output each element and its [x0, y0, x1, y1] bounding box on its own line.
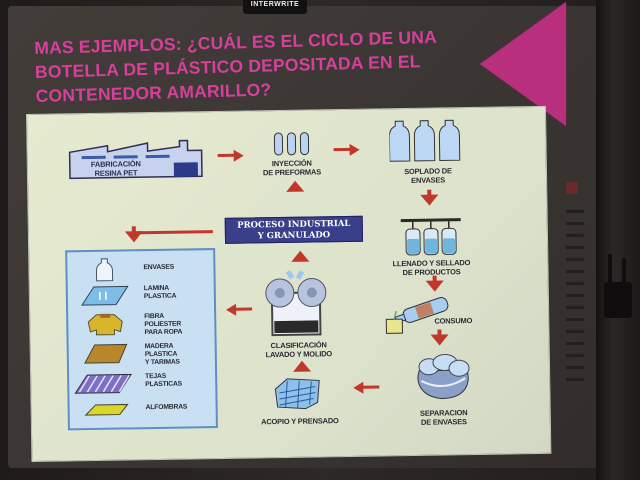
preforms-icon: [273, 132, 310, 156]
filling-machine-icon: [400, 218, 461, 256]
plug-prong: [622, 258, 626, 288]
recycled-products-panel: ENVASES LAMINA PLASTICA FIBRA POLIESTER …: [65, 248, 218, 431]
factory-icon: [68, 139, 203, 180]
product-item: ENVASES: [67, 254, 213, 284]
pouring-bottle-icon: [385, 297, 449, 334]
step-inyeccion-label: INYECCIÓN DE PREFORMAS: [250, 158, 334, 178]
step-llenado-label: LLENADO Y SELLADO DE PRODUCTOS: [379, 258, 483, 278]
bottles-icon: [389, 119, 461, 162]
carpet-icon: [84, 403, 129, 416]
label-line: ALFOMBRAS: [145, 403, 188, 412]
label-line: LAVADO Y MOLIDO: [265, 349, 333, 360]
product-item: MADERA PLASTICA Y TARIMAS: [69, 338, 215, 368]
product-item: TEJAS PLASTICAS: [69, 368, 215, 398]
product-item: ALFOMBRAS: [69, 394, 215, 424]
product-label: LAMINA PLASTICA: [144, 285, 177, 302]
board-ruler-ticks: [566, 210, 584, 390]
label-line: Y TARIMAS: [144, 358, 180, 367]
product-label: ENVASES: [143, 264, 174, 272]
label-line: PARA ROPA: [144, 328, 183, 337]
product-item: FIBRA POLIESTER PARA ROPA: [68, 308, 214, 338]
arrow-down-icon: [420, 195, 438, 207]
arrow-down-icon: [125, 231, 143, 243]
pressed-bale-icon: [274, 378, 320, 410]
arrow-right-icon: [218, 150, 246, 162]
decorative-triangle: [480, 2, 566, 126]
step-fabricacion-label: FABRICACIÓN RESINA PET: [84, 159, 148, 178]
label-line: DE ENVASES: [420, 417, 467, 427]
step-clasificacion-label: CLASIFICACIÓN LAVADO Y MOLIDO: [253, 340, 345, 359]
arrow-down-icon: [431, 334, 449, 346]
arrow-right-icon: [334, 144, 362, 156]
label-line: ENVASES: [411, 175, 446, 185]
board-marker-icon: [566, 182, 578, 194]
wood-board-icon: [84, 343, 128, 364]
product-label: ALFOMBRAS: [146, 404, 188, 413]
label-line: Y GRANULADO: [257, 230, 331, 242]
bottle-icon: [95, 258, 114, 282]
label-line: DE PREFORMAS: [262, 167, 322, 178]
label-line: DE PRODUCTOS: [402, 267, 461, 278]
roof-tiles-icon: [74, 373, 133, 394]
arrow-line: [132, 230, 213, 235]
product-label: MADERA PLASTICA Y TARIMAS: [145, 343, 180, 368]
whiteboard-frame-edge: [596, 0, 640, 480]
product-item: LAMINA PLASTICA: [68, 280, 214, 310]
arrow-up-icon: [286, 181, 304, 193]
sorted-bottles-bag-icon: [417, 353, 470, 400]
step-acopio-label: ACOPIO Y PRENSADO: [260, 416, 339, 427]
power-adapter: [604, 282, 632, 318]
arrow-up-icon: [291, 251, 309, 263]
slide-title: MAS EJEMPLOS: ¿CUÁL ES EL CICLO DE UNA B…: [34, 24, 456, 108]
grinder-machine-icon: [265, 270, 327, 337]
proceso-industrial-box: PROCESO INDUSTRIAL Y GRANULADO: [224, 215, 364, 244]
plug-prong: [608, 254, 612, 284]
arrow-down-icon: [426, 280, 444, 292]
step-separacion-label: SEPARACION DE ENVASES: [408, 408, 480, 427]
plastic-sheet-icon: [81, 285, 129, 306]
step-soplado-label: SOPLADO DE ENVASES: [386, 166, 470, 185]
arrow-left-icon: [226, 303, 254, 315]
recycling-diagram: FABRICACIÓN RESINA PET INYECCIÓN DE PREF…: [26, 105, 552, 462]
label-line: PLASTICAS: [145, 380, 183, 389]
label-line: ENVASES: [143, 263, 175, 272]
arrow-up-icon: [293, 361, 311, 373]
product-label: TEJAS PLASTICAS: [145, 373, 182, 390]
product-label: FIBRA POLIESTER PARA ROPA: [144, 313, 182, 338]
label-line: RESINA PET: [94, 168, 138, 178]
step-consumo-label: CONSUMO: [434, 316, 473, 326]
label-line: PLASTICA: [143, 292, 177, 301]
arrow-left-icon: [353, 381, 381, 393]
brand-logo: INTERWRITE: [243, 0, 307, 14]
jacket-icon: [87, 313, 123, 336]
